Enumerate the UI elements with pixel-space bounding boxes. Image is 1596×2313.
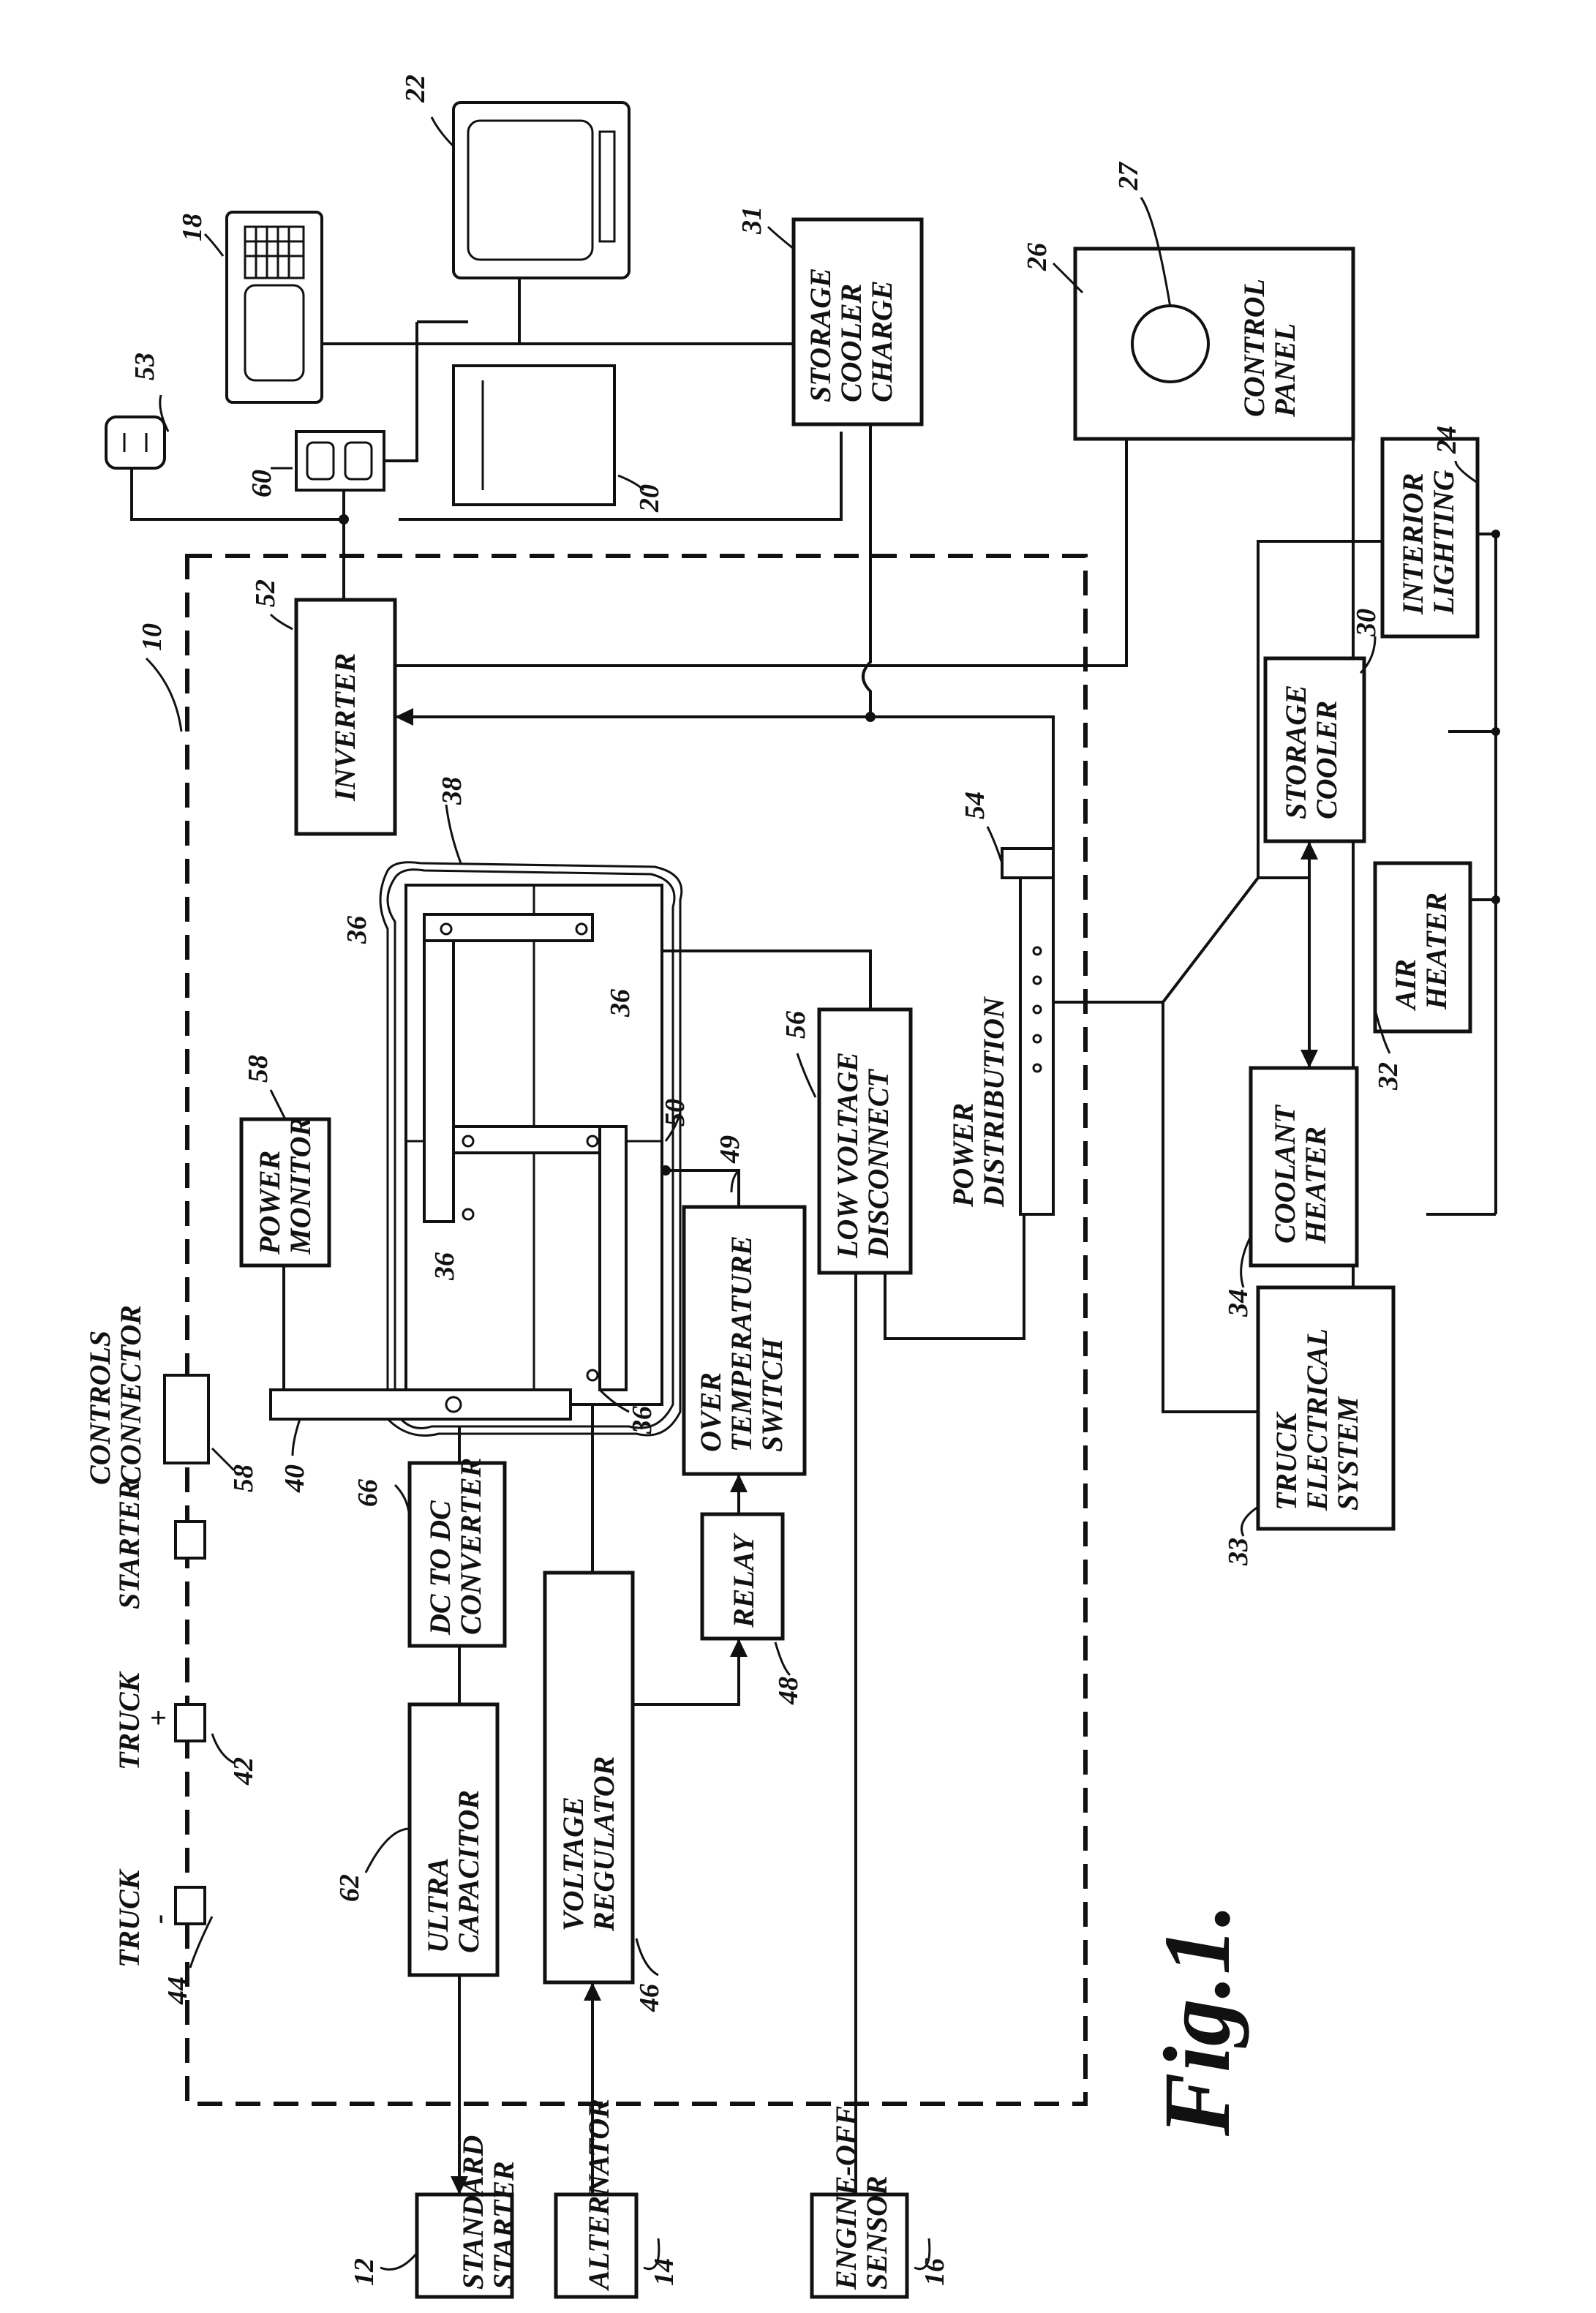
- svg-text:12: 12: [349, 2258, 380, 2286]
- svg-text:40: 40: [279, 1464, 310, 1493]
- svg-text:54: 54: [960, 791, 990, 819]
- terminal-truck-plus: TRUCK +: [113, 1666, 206, 1770]
- alternator-box: [554, 2192, 639, 2299]
- power-monitor-label: POWER MONITOR: [253, 1117, 317, 1255]
- storage-cooler-charge-label: STORAGE COOLER CHARGE: [804, 260, 898, 402]
- computer-tower-icon: [452, 364, 616, 506]
- controls-connector: CONTROLS CONNECTOR: [83, 1305, 210, 1485]
- standard-starter-label: STANDARD STARTER: [456, 2128, 520, 2290]
- truck-electrical-system-box: [1256, 1285, 1396, 1531]
- low-voltage-disconnect-label: LOW VOLTAGE DISCONNECT: [831, 1045, 895, 1259]
- computer-monitor-icon: [452, 101, 631, 279]
- ref-10-leader: [145, 657, 183, 732]
- storage-cooler-label: STORAGE COOLER: [1279, 677, 1343, 819]
- terminal-starter: STARTER: [113, 1481, 206, 1609]
- figure-label: Fig.1.: [1145, 1903, 1250, 2137]
- truck-electrical-system-label: TRUCK ELECTRICAL SYSTEM: [1270, 1323, 1364, 1511]
- svg-text:TRUCK -: TRUCK -: [113, 1863, 175, 1968]
- svg-text:50: 50: [660, 1099, 690, 1127]
- coolant-heater-box: [1249, 1066, 1359, 1268]
- svg-text:58: 58: [243, 1055, 274, 1083]
- svg-text:34: 34: [1223, 1289, 1254, 1317]
- engine-off-sensor-box: [810, 2192, 909, 2299]
- dc-to-dc-converter-label: DC TO DC CONVERTER: [424, 1458, 487, 1636]
- svg-text:27: 27: [1113, 161, 1144, 191]
- terminal-truck-minus: TRUCK -: [113, 1863, 206, 1968]
- inverter-label: INVERTER: [328, 653, 361, 802]
- svg-text:24: 24: [1431, 426, 1462, 454]
- bus-bar: [269, 1388, 572, 1421]
- svg-text:56: 56: [780, 1011, 811, 1039]
- svg-text:33: 33: [1223, 1538, 1254, 1566]
- svg-text:30: 30: [1351, 609, 1382, 637]
- control-panel-box: [1073, 247, 1355, 441]
- svg-text:14: 14: [649, 2258, 680, 2286]
- storage-cooler-charge-box: [791, 217, 924, 426]
- svg-text:36: 36: [429, 1252, 460, 1281]
- svg-text:52: 52: [250, 579, 281, 607]
- ultra-capacitor-box: [407, 1702, 500, 1977]
- svg-text:TRUCK +: TRUCK +: [113, 1666, 175, 1770]
- power-distribution-label: POWER DISTRIBUTION: [946, 996, 1010, 1208]
- svg-text:66: 66: [353, 1479, 383, 1507]
- svg-text:48: 48: [773, 1677, 804, 1705]
- svg-text:44: 44: [162, 1977, 193, 2005]
- battery-bank: [269, 861, 683, 1437]
- svg-text:20: 20: [634, 484, 665, 513]
- air-heater-box: [1373, 861, 1472, 1034]
- svg-text:16: 16: [919, 2258, 950, 2286]
- dc-to-dc-converter-box: [407, 1461, 507, 1648]
- over-temperature-switch-label: OVER TEMPERATURE SWITCH: [694, 1228, 788, 1452]
- over-temperature-switch-box: [682, 1205, 807, 1476]
- relay-label: RELAY: [727, 1532, 760, 1628]
- storage-cooler-box: [1263, 656, 1366, 843]
- alternator-label: ALTERNATOR: [582, 2099, 615, 2292]
- system-boundary: [185, 554, 1088, 2106]
- interior-lighting-label: INTERIOR LIGHTING: [1396, 466, 1460, 615]
- air-heater-label: AIR HEATER: [1389, 892, 1453, 1012]
- svg-text:62: 62: [334, 1874, 365, 1902]
- duplex-outlet-icon: [295, 430, 385, 492]
- svg-text:60: 60: [246, 470, 277, 497]
- svg-text:42: 42: [228, 1757, 259, 1786]
- svg-text:36: 36: [605, 989, 636, 1018]
- svg-text:46: 46: [634, 1984, 665, 2012]
- power-distribution-strip: [1001, 847, 1055, 1216]
- svg-text:31: 31: [737, 206, 767, 235]
- svg-text:36: 36: [627, 1406, 658, 1434]
- voltage-regulator-box: [543, 1571, 635, 1985]
- ref-10: 10: [137, 623, 167, 651]
- svg-text:38: 38: [437, 777, 467, 805]
- coolant-heater-label: COOLANT HEATER: [1268, 1098, 1332, 1244]
- svg-text:CONTROLS CONNECTOR: CONTROLS CONNECTOR: [83, 1305, 147, 1485]
- control-panel-label: CONTROL PANEL: [1238, 273, 1301, 418]
- wall-plug-icon: [105, 415, 166, 470]
- svg-text:22: 22: [400, 75, 431, 103]
- control-panel-knob: [1131, 304, 1210, 383]
- inverter-box: [294, 598, 397, 836]
- svg-text:26: 26: [1022, 243, 1053, 271]
- reference-numerals: 12 14 16 62 46 48 66 44 42 58 58 40 36 3…: [129, 75, 1478, 2286]
- svg-text:58: 58: [228, 1464, 259, 1492]
- svg-text:32: 32: [1373, 1062, 1404, 1091]
- standard-starter-box: [415, 2192, 514, 2299]
- svg-text:18: 18: [177, 214, 208, 241]
- voltage-regulator-label: VOLTAGE REGULATOR: [557, 1756, 620, 1932]
- low-voltage-disconnect-box: [817, 1007, 913, 1275]
- relay-box: [700, 1512, 785, 1641]
- svg-text:STARTER: STARTER: [113, 1481, 146, 1609]
- svg-text:49: 49: [715, 1135, 745, 1164]
- svg-text:53: 53: [129, 353, 160, 380]
- svg-text:36: 36: [342, 916, 372, 944]
- ultra-capacitor-label: ULTRA CAPACITOR: [421, 1790, 485, 1953]
- microwave-icon: [225, 211, 323, 404]
- engine-off-sensor-label: ENGINE-OFF SENSOR: [829, 2099, 893, 2290]
